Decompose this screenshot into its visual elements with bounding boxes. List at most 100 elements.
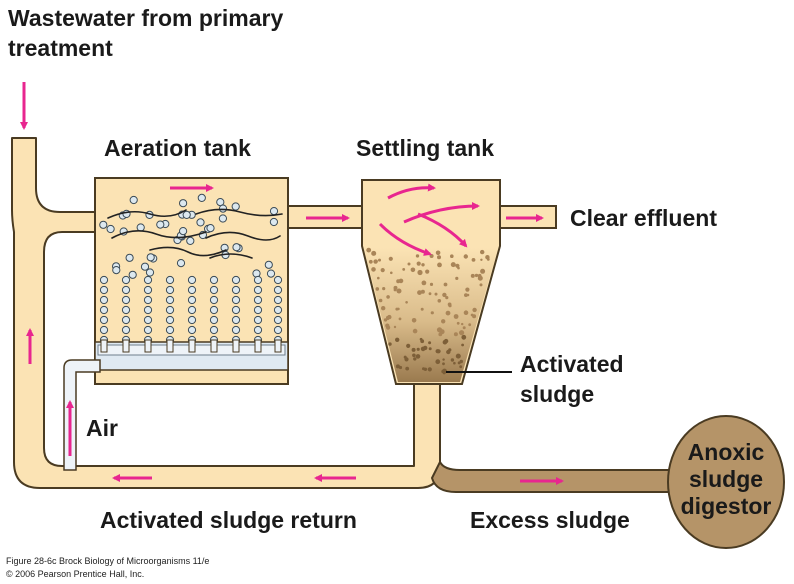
air-bubble bbox=[125, 253, 134, 262]
sludge-particle bbox=[417, 290, 422, 295]
return-pipe bbox=[11, 137, 441, 489]
sludge-particle bbox=[386, 325, 391, 330]
air-bubble bbox=[187, 325, 197, 335]
sludge-particle bbox=[422, 367, 425, 371]
air-bubble bbox=[266, 269, 276, 278]
air-bubble bbox=[231, 315, 241, 325]
diffuser-nozzle bbox=[274, 339, 282, 353]
air-bubble bbox=[209, 295, 219, 305]
diffuser-nozzle bbox=[144, 339, 152, 353]
flow-arrows bbox=[20, 82, 564, 485]
sludge-particle bbox=[405, 301, 408, 304]
sludge-particle bbox=[397, 307, 400, 311]
diffuser-nozzle bbox=[210, 339, 218, 353]
air-bubble bbox=[253, 295, 263, 305]
air-bubble bbox=[179, 199, 188, 208]
air-bubble bbox=[206, 224, 215, 233]
sludge-particle bbox=[407, 262, 411, 266]
air-bubble bbox=[209, 325, 219, 335]
air-bubble bbox=[231, 295, 241, 305]
diffuser-nozzle bbox=[122, 339, 130, 353]
figure-caption-line1: Figure 28-6c Brock Biology of Microorgan… bbox=[6, 556, 209, 566]
air-bubble bbox=[128, 270, 137, 279]
sludge-particle bbox=[380, 268, 385, 273]
sludge-particle bbox=[463, 310, 469, 316]
air-bubble bbox=[231, 285, 241, 295]
air-bubble bbox=[99, 325, 109, 335]
input-label-line2: treatment bbox=[8, 35, 113, 61]
air-bubble bbox=[143, 285, 153, 295]
sludge-particle bbox=[395, 364, 400, 369]
air-bubble bbox=[209, 315, 219, 325]
diffuser-nozzle bbox=[100, 339, 108, 353]
clear-effluent-label: Clear effluent bbox=[570, 205, 717, 231]
air-bubble bbox=[140, 262, 150, 271]
air-bubble bbox=[273, 295, 283, 305]
air-bubble bbox=[143, 315, 153, 325]
activated-sludge-label-line1: Activated bbox=[520, 351, 624, 377]
settling-tank-label: Settling tank bbox=[356, 135, 494, 161]
sludge-particle bbox=[420, 289, 425, 294]
air-bubble bbox=[218, 214, 227, 223]
air-bubble bbox=[165, 305, 175, 315]
air-bubble bbox=[143, 275, 153, 285]
sludge-particle bbox=[480, 268, 486, 274]
air-bubble bbox=[99, 275, 109, 285]
air-bubble bbox=[176, 259, 186, 268]
sludge-particle bbox=[430, 311, 434, 315]
sludge-particle bbox=[453, 314, 459, 319]
sludge-particle bbox=[459, 365, 463, 369]
aeration-tank-label: Aeration tank bbox=[104, 135, 251, 161]
air-bubbles bbox=[99, 193, 283, 345]
sludge-particle bbox=[437, 299, 442, 303]
sludge-particle bbox=[479, 283, 483, 287]
sludge-particle bbox=[381, 306, 386, 311]
sludge-particle bbox=[383, 318, 388, 322]
sludge-particle bbox=[402, 268, 406, 271]
sludge-particle bbox=[465, 287, 470, 292]
flow-arrow-settling-3 bbox=[378, 222, 432, 256]
sludge-particle bbox=[428, 347, 432, 351]
sludge-particle bbox=[427, 367, 432, 372]
sludge-particle bbox=[470, 273, 475, 278]
air-bubble bbox=[273, 305, 283, 315]
excess-sludge-pipe bbox=[430, 459, 677, 493]
sludge-particle bbox=[411, 318, 417, 323]
sludge-particle bbox=[371, 250, 377, 256]
sludge-particle bbox=[468, 323, 472, 327]
sludge-particle bbox=[425, 269, 430, 274]
aeration-tank bbox=[63, 177, 289, 471]
air-bubble bbox=[231, 202, 240, 211]
air-bubble bbox=[186, 236, 195, 245]
settling-tank bbox=[361, 179, 501, 385]
digestor-label-line3: digestor bbox=[681, 493, 772, 519]
air-bubble bbox=[231, 305, 241, 315]
sludge-particle bbox=[410, 267, 416, 273]
sludge-particle bbox=[445, 310, 451, 316]
sludge-particle bbox=[416, 347, 420, 351]
sludge-particle bbox=[415, 254, 420, 258]
sludge-particle bbox=[429, 254, 434, 258]
air-bubble bbox=[231, 325, 241, 335]
sludge-particle bbox=[436, 349, 441, 354]
sludge-particle bbox=[480, 249, 485, 255]
sludge-particle bbox=[459, 330, 465, 336]
flow-arrow-settling-2 bbox=[403, 202, 480, 224]
sludge-return-label: Activated sludge return bbox=[100, 507, 357, 533]
sludge-particle bbox=[474, 273, 479, 278]
air-bubble bbox=[165, 295, 175, 305]
sludge-particle bbox=[446, 349, 451, 355]
air-bubble bbox=[165, 275, 175, 285]
air-bubble bbox=[99, 315, 109, 325]
air-bubble bbox=[165, 325, 175, 335]
sludge-particle bbox=[396, 279, 401, 284]
air-bubble bbox=[121, 295, 131, 305]
air-bubble bbox=[121, 275, 131, 285]
sludge-particle bbox=[442, 292, 447, 298]
sludge-particle bbox=[428, 292, 432, 296]
sludge-particle bbox=[437, 255, 441, 260]
sludge-particle bbox=[455, 353, 461, 359]
sludge-particle bbox=[457, 266, 460, 270]
sludge-particle bbox=[420, 307, 424, 311]
air-bubble bbox=[253, 315, 263, 325]
